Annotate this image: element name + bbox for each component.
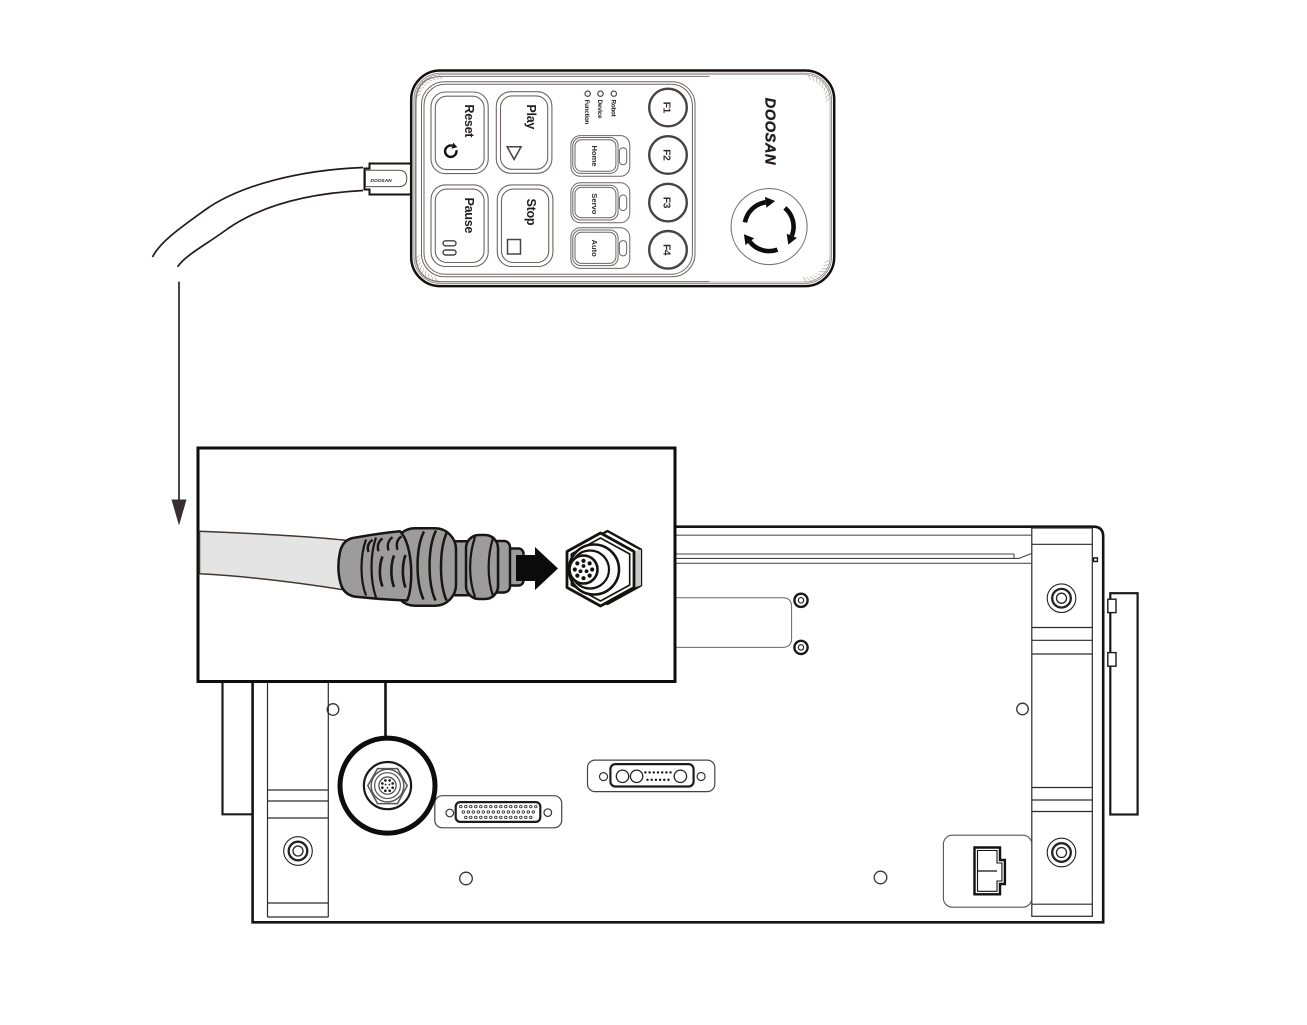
svg-text:F3: F3 (660, 197, 671, 209)
svg-text:DOOSAN: DOOSAN (371, 178, 393, 184)
svg-text:Home: Home (590, 146, 599, 167)
svg-text:Pause: Pause (462, 198, 476, 234)
svg-text:Stop: Stop (524, 199, 538, 226)
svg-text:Reset: Reset (462, 104, 476, 138)
svg-text:Servo: Servo (590, 193, 599, 214)
svg-text:Auto: Auto (590, 240, 599, 258)
svg-text:Play: Play (524, 104, 538, 129)
svg-text:Function: Function (583, 100, 590, 125)
svg-text:Device: Device (596, 100, 603, 120)
svg-text:F4: F4 (660, 244, 671, 256)
svg-text:DOOSAN: DOOSAN (761, 98, 777, 165)
svg-text:Robot: Robot (609, 100, 616, 117)
svg-text:F1: F1 (660, 102, 671, 114)
svg-text:F2: F2 (660, 149, 671, 161)
